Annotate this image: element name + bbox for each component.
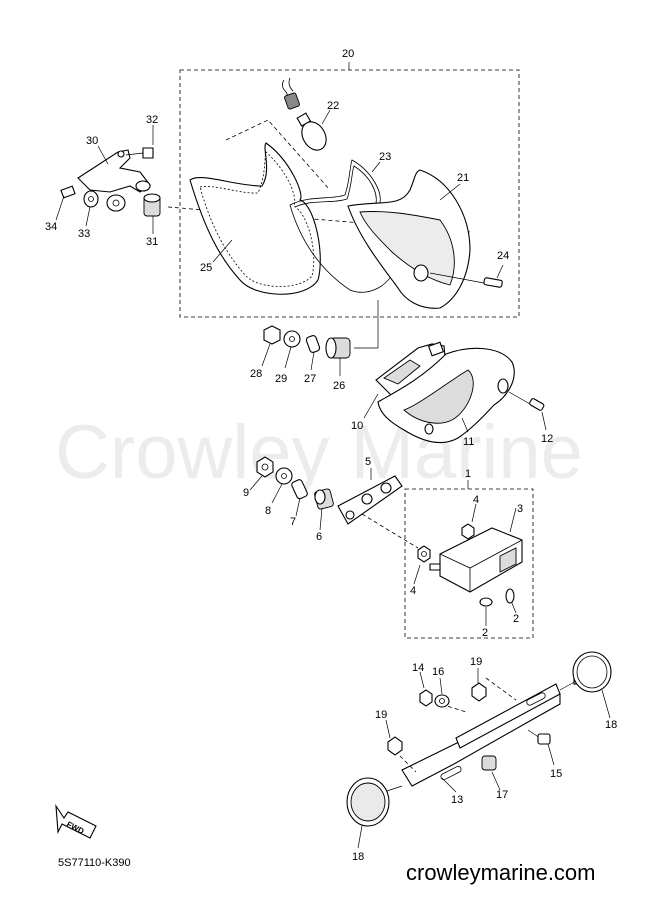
grommet-6 [314, 488, 334, 531]
callout-7: 7 [290, 516, 296, 528]
washer-8 [271, 467, 293, 504]
nut-19-lower [385, 719, 403, 756]
fwd-arrow-icon: FWD [55, 803, 97, 839]
callout-16: 16 [432, 666, 444, 678]
callout-27: 27 [304, 373, 316, 385]
callout-26: 26 [333, 380, 345, 392]
grommet-link [106, 194, 126, 212]
collar-7 [291, 479, 308, 517]
mount-bracket-30 [77, 145, 151, 193]
assembly-20-box [179, 69, 520, 318]
callout-17: 17 [496, 789, 508, 801]
callout-24: 24 [497, 250, 509, 262]
callout-13: 13 [451, 794, 463, 806]
gasket-5 [337, 468, 403, 525]
lens-gasket-25 [189, 142, 321, 295]
bolt-34 [55, 185, 76, 221]
callout-9: 9 [243, 487, 249, 499]
assembly-1-box [404, 488, 534, 639]
bolt-32 [125, 125, 154, 159]
bulb-2-left [479, 597, 493, 626]
callout-4-upper: 4 [473, 494, 479, 506]
collar-27 [305, 335, 321, 371]
callout-12: 12 [541, 433, 553, 445]
license-light-3 [429, 507, 523, 593]
callout-4-lower: 4 [410, 585, 416, 597]
bulb-22 [296, 109, 331, 151]
washer-29 [283, 330, 301, 369]
callout-21: 21 [457, 172, 469, 184]
callout-1: 1 [465, 468, 471, 480]
callout-8: 8 [265, 505, 271, 517]
callout-32: 32 [146, 114, 158, 126]
callout-11: 11 [463, 436, 474, 448]
reflector-18-lower [346, 777, 403, 849]
callout-18-lower: 18 [352, 851, 364, 863]
cover-11 [377, 347, 515, 444]
nut-17 [481, 755, 501, 791]
callout-30: 30 [86, 135, 98, 147]
nut-4-lower [413, 545, 431, 585]
callout-34: 34 [45, 221, 57, 233]
lens-housing-21 [347, 169, 471, 309]
callout-22: 22 [327, 100, 339, 112]
washer-33 [83, 190, 99, 227]
callout-2-left: 2 [482, 627, 488, 639]
nut-19-upper [471, 668, 487, 702]
grommet-26 [325, 337, 351, 376]
callout-6: 6 [316, 531, 322, 543]
callout-3: 3 [517, 503, 523, 515]
callout-31: 31 [146, 236, 158, 248]
callout-33: 33 [78, 228, 90, 240]
callout-5: 5 [365, 456, 371, 468]
callout-23: 23 [379, 151, 391, 163]
watermark-text: Crowley Marine [55, 410, 583, 495]
reflector-bracket-13 [401, 683, 561, 793]
callout-14: 14 [412, 662, 424, 674]
nut-28 [261, 325, 281, 367]
callout-15: 15 [550, 768, 562, 780]
callout-19-lower: 19 [375, 709, 387, 721]
callout-2-right: 2 [513, 613, 519, 625]
reflector-18-upper [559, 651, 612, 719]
callout-20: 20 [342, 48, 354, 60]
callout-19-upper: 19 [470, 656, 482, 668]
bulb-2-right [505, 588, 517, 614]
diagram-code: 5S77110-K390 [58, 857, 131, 869]
nut-9 [249, 456, 274, 491]
nut-14 [419, 671, 433, 707]
callout-28: 28 [250, 368, 262, 380]
callout-29: 29 [275, 373, 287, 385]
washer-16 [434, 677, 450, 708]
screw-15 [527, 729, 555, 766]
callout-25: 25 [200, 262, 212, 274]
callout-10: 10 [351, 420, 363, 432]
nut-4-upper [461, 503, 477, 540]
collar-31 [143, 193, 161, 234]
site-url[interactable]: crowleymarine.com [406, 860, 596, 885]
screw-12 [508, 391, 547, 431]
bulb-socket [282, 77, 300, 110]
screw-24 [429, 264, 504, 288]
callout-18-upper: 18 [605, 719, 617, 731]
